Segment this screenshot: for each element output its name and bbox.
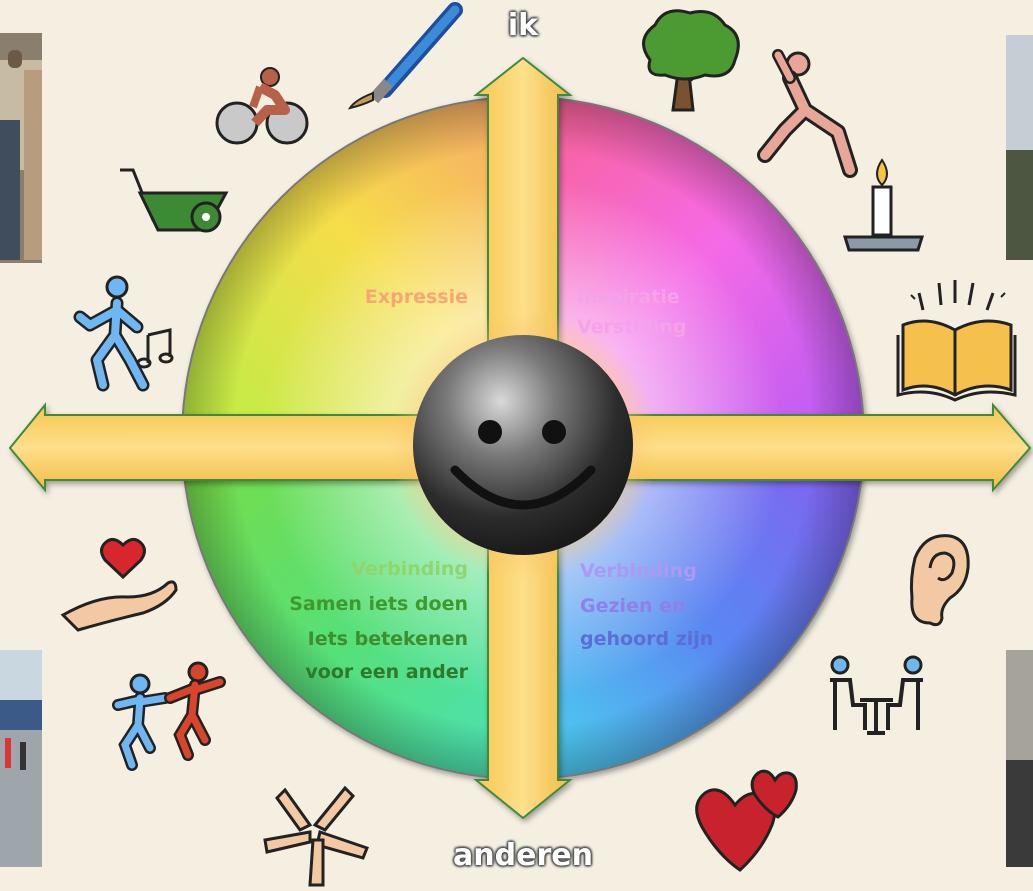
yoga-icon — [757, 49, 858, 178]
quadrant-label: Expressie — [364, 286, 468, 308]
smiley-face-icon — [388, 310, 658, 580]
quadrant-label: Gezien en — [580, 595, 686, 617]
quadrant-label: Iets betekenen — [307, 628, 468, 650]
photo-bottom-right — [1006, 650, 1033, 867]
quadrant-label: voor een ander — [305, 661, 468, 683]
dancer-icon — [73, 275, 150, 392]
two-people-talking-icon — [830, 655, 923, 735]
quadrant-label: Inspiratie — [577, 286, 680, 308]
hands-circle-icon — [263, 785, 369, 887]
photo-top-right — [1006, 35, 1033, 260]
axis-label-bottom: anderen — [453, 838, 593, 873]
ear-icon — [909, 534, 970, 627]
cyclist-icon — [215, 67, 309, 145]
dancing-couple-icon — [112, 661, 226, 771]
hearts-icon — [695, 769, 798, 872]
tree-icon — [642, 9, 740, 112]
quadrant-label: Verbinding — [351, 558, 468, 580]
photo-bottom-left — [0, 650, 42, 867]
quadrant-label: Samen iets doen — [289, 593, 468, 615]
photo-top-left — [0, 33, 42, 263]
quadrant-label: Verstilling — [577, 316, 687, 338]
music-note-icon — [136, 328, 174, 369]
quadrant-label: gehoord zijn — [580, 628, 714, 650]
hand-heart-icon — [60, 538, 178, 632]
wheelbarrow-icon — [120, 168, 229, 233]
axis-label-top: ik — [507, 8, 539, 43]
paintbrush-icon — [347, 2, 463, 110]
candle-icon — [842, 158, 925, 252]
quadrant-label: Verbinding — [580, 560, 697, 582]
open-book-icon — [896, 280, 1017, 402]
